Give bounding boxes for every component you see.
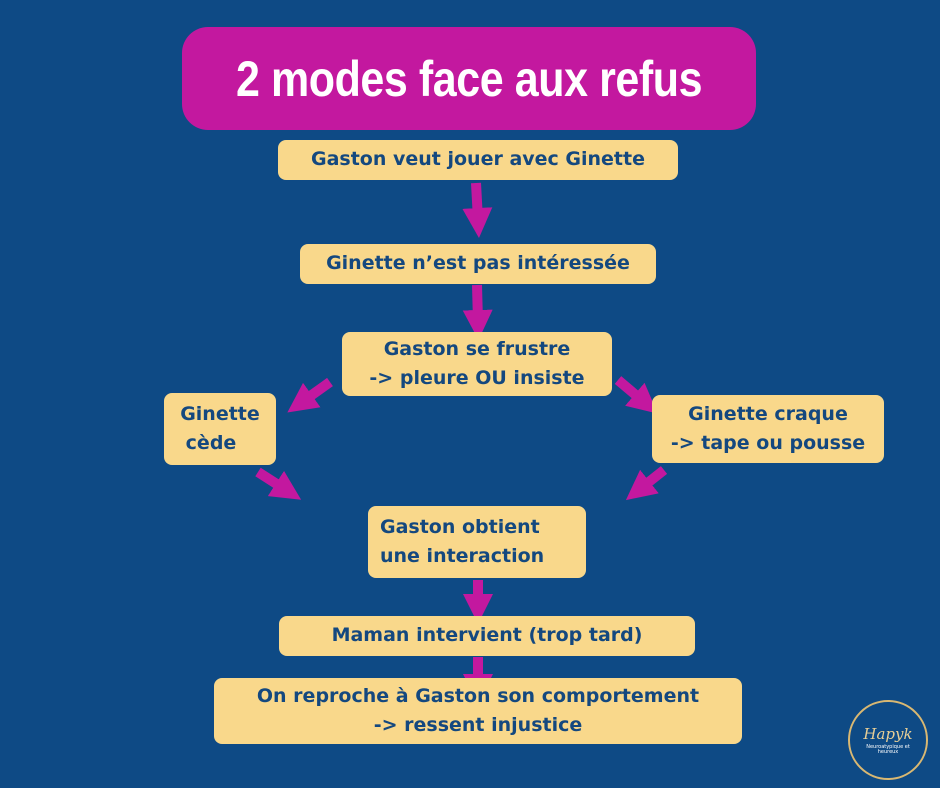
node-gives-in-line1: Ginette [180, 402, 260, 425]
node-mom-label: Maman intervient (trop tard) [331, 624, 643, 647]
node-frustrated-line2: -> pleure OU insiste [369, 367, 585, 389]
node-not-interested: Ginette n’est pas intéressée [300, 244, 656, 284]
node-blame-line1: On reproche à Gaston son comportement [256, 684, 700, 707]
logo-tagline-2: heureux [877, 749, 899, 755]
node-snaps-line1: Ginette craque [688, 402, 848, 425]
node-not-interested-label: Ginette n’est pas intéressée [326, 252, 630, 275]
node-mom: Maman intervient (trop tard) [279, 616, 695, 656]
node-obtains-line1: Gaston obtient [380, 515, 540, 538]
node-start-label: Gaston veut jouer avec Ginette [310, 148, 645, 171]
node-frustrated-line1: Gaston se frustre [383, 337, 571, 360]
logo-brand: Hapyk [863, 724, 913, 743]
node-start: Gaston veut jouer avec Ginette [278, 140, 678, 180]
arrow-start-to-not-interested [462, 182, 493, 238]
page-title: 2 modes face aux refus [235, 50, 703, 107]
arrow-gives-in-to-obtains [255, 467, 302, 500]
node-gives-in: Ginette cède [164, 393, 276, 465]
node-blame: On reproche à Gaston son comportement ->… [214, 678, 742, 744]
node-blame-line2: -> ressent injustice [373, 714, 583, 736]
title-banner: 2 modes face aux refus [182, 27, 756, 130]
node-frustrated: Gaston se frustre -> pleure OU insiste [342, 332, 612, 396]
node-gives-in-line2: cède [185, 432, 237, 454]
node-snaps: Ginette craque -> tape ou pousse [652, 395, 884, 463]
arrow-snaps-to-obtains [625, 466, 668, 501]
arrow-not-interested-to-frustrated [462, 284, 493, 340]
node-obtains: Gaston obtient une interaction [368, 506, 586, 578]
logo-tagline-1: Neuroatypique et [866, 743, 910, 750]
brand-logo: Hapyk Neuroatypique et heureux [848, 700, 928, 780]
node-snaps-line2: -> tape ou pousse [670, 432, 866, 454]
arrow-frustrated-to-gives-in [287, 377, 333, 413]
node-obtains-line2: une interaction [380, 545, 545, 567]
arrow-frustrated-to-snaps [614, 376, 658, 414]
